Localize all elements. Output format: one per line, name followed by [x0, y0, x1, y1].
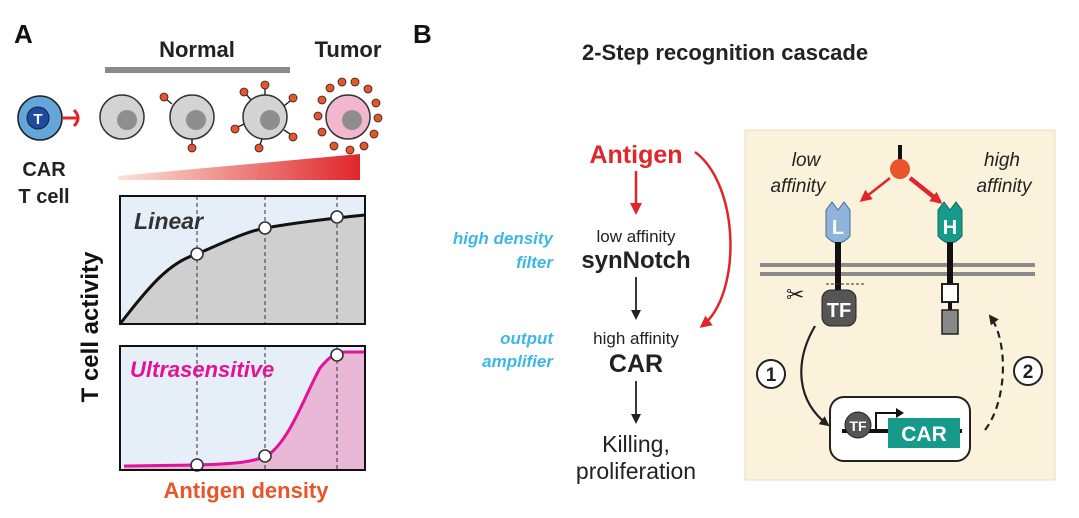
- car-affinity-label: high affinity: [593, 329, 679, 348]
- tf-small-label: TF: [849, 418, 867, 434]
- car-tcell-label-line2: T cell: [18, 186, 69, 208]
- antigen-label: Antigen: [589, 141, 682, 169]
- membrane-top: [760, 263, 1035, 267]
- normal-bracket-bar: [105, 67, 290, 73]
- panel-a-label: A: [14, 19, 33, 49]
- l-label: L: [832, 217, 844, 239]
- step2-circle-icon: [1013, 356, 1043, 386]
- t-letter: T: [33, 111, 42, 128]
- filter-label: filter: [516, 253, 554, 272]
- low-affinity-label-line2: affinity: [771, 176, 827, 197]
- antigen-to-high-receptor-arrow: [908, 176, 943, 204]
- y-axis-label: T cell activity: [77, 251, 104, 402]
- step1-number: 1: [766, 365, 777, 386]
- linear-area-fill: [120, 215, 365, 324]
- panel-b-label: B: [413, 19, 432, 49]
- ultrasensitive-label: Ultrasensitive: [130, 357, 274, 382]
- normal-label: Normal: [159, 37, 235, 62]
- amplifier-label: amplifier: [482, 352, 554, 371]
- tf-label: TF: [827, 300, 851, 322]
- antigen-to-car-curved-arrow: [694, 150, 732, 328]
- ultrasensitive-plot: [119, 345, 366, 472]
- synnotch-affinity-label: low affinity: [596, 227, 676, 246]
- tumor-cell-high-antigen-icon: [313, 77, 383, 155]
- synnotch-receptor-icon: [821, 201, 866, 327]
- normal-cell-low-antigen-icon: [159, 92, 215, 153]
- x-axis-label: Antigen density: [163, 478, 329, 503]
- outcome-line1: Killing,: [602, 431, 670, 457]
- step2-number: 2: [1023, 362, 1034, 383]
- panel-b-title: 2-Step recognition cascade: [582, 40, 868, 65]
- low-affinity-label-line1: low: [792, 150, 822, 171]
- step2-arrow: [984, 314, 1004, 431]
- normal-cell-no-antigen-icon: [99, 94, 145, 140]
- outcome-line2: proliferation: [576, 458, 696, 484]
- step1-circle-icon: [756, 359, 786, 389]
- high-affinity-label-line1: high: [984, 150, 1020, 171]
- scissors-icon: ✂: [786, 282, 804, 307]
- linear-plot: [118, 195, 366, 325]
- antigen-icon: [890, 145, 910, 179]
- linear-label: Linear: [134, 208, 204, 234]
- antigen-density-wedge: [118, 154, 360, 180]
- membrane-bottom: [760, 272, 1035, 276]
- car-tcell-label-line1: CAR: [22, 159, 66, 181]
- promoter-arrow-icon: [875, 412, 898, 431]
- car-gene-box: [888, 418, 960, 448]
- car-t-cell-icon: [17, 95, 80, 141]
- step1-arrow: [800, 325, 830, 427]
- h-label: H: [943, 217, 957, 239]
- tf-bound-icon: [844, 411, 872, 439]
- high-density-label: high density: [453, 229, 555, 248]
- output-label: output: [500, 329, 554, 348]
- high-affinity-label-line2: affinity: [977, 176, 1033, 197]
- linear-curve: [118, 213, 366, 325]
- car-gene-label: CAR: [901, 423, 947, 446]
- antigen-to-low-receptor-arrow: [859, 177, 891, 202]
- ultrasensitive-area-fill: [124, 352, 365, 470]
- normal-cell-medium-antigen-icon: [230, 80, 298, 153]
- car-label: CAR: [609, 350, 663, 378]
- car-receptor-icon: [937, 201, 963, 335]
- tumor-label: Tumor: [315, 37, 382, 62]
- synnotch-label: synNotch: [581, 247, 690, 274]
- promoter-arrow-head: [896, 408, 904, 418]
